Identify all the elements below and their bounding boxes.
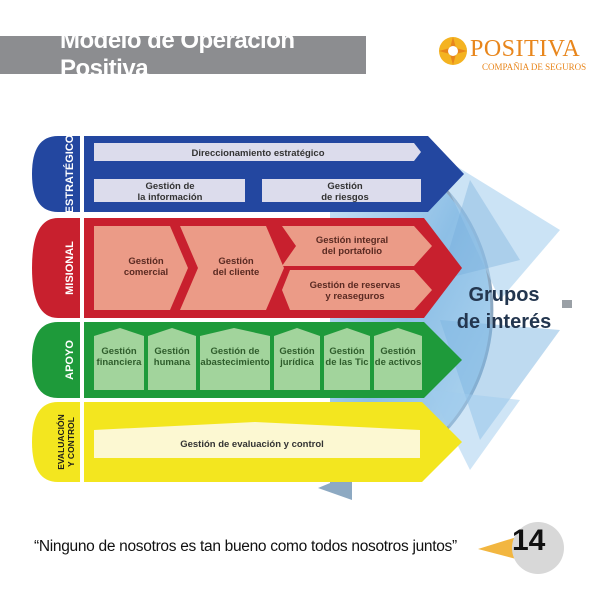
page-ribbon-icon [478,536,520,560]
box-gestion-humana [148,328,196,390]
box-direccionamiento [94,143,421,161]
box-gestion-comercial-l2: comercial [124,267,168,278]
box-gestion-comercial-l1: Gestión [128,256,164,267]
box-gestion-humana-l1: Gestión [154,346,190,357]
logo-name: POSITIVA [470,36,581,62]
box-gestion-informacion [94,179,245,202]
box-gestion-financiera [94,328,144,390]
box-gestion-abastecimiento [200,328,270,390]
box-gestion-cliente [180,226,284,310]
box-gestion-financiera-l2: financiera [97,357,143,368]
box-gestion-comercial [94,226,188,310]
circle-arrow-tab-icon [562,300,572,308]
box-gestion-activos-l2: de activos [375,357,421,368]
box-gestion-tic-l1: Gestión [329,346,365,357]
page-number-badge [478,522,564,574]
page-number: 14 [512,524,546,557]
box-gestion-activos-l1: Gestión [380,346,416,357]
box-gestion-juridica [274,328,320,390]
box-gestion-activos [374,328,422,390]
box-gestion-reservas [282,270,432,310]
layer-misional: MISIONAL Gestión comercial Gestión del c… [32,214,462,322]
stakeholders-label-l2: de interés [457,311,551,333]
box-gestion-financiera-l1: Gestión [101,346,137,357]
box-gestion-portafolio-l1: Gestión integral [316,235,388,246]
box-gestion-reservas-l2: y reaseguros [325,291,384,302]
box-gestion-juridica-l1: Gestión [279,346,315,357]
box-gestion-riesgos-l2: de riesgos [321,192,369,203]
page-title: Modelo de Operación Positiva [60,27,295,82]
brand-logo: POSITIVA COMPAÑIA DE SEGUROS [436,34,586,78]
title-bar: Modelo de Operación Positiva [0,27,366,82]
box-gestion-evaluacion-text: Gestión de evaluación y control [180,439,324,450]
quote-text: “Ninguno de nosotros es tan bueno como t… [34,538,457,555]
layer-label-apoyo: APOYO [64,340,76,380]
box-gestion-informacion-l1: Gestión de [145,181,194,192]
layer-label-estrategico: ESTRATÉGICO [63,134,76,213]
box-direccionamiento-text: Direccionamiento estratégico [191,148,324,159]
box-gestion-abastecimiento-l1: Gestión de [210,346,259,357]
box-gestion-juridica-l2: jurídica [279,357,315,368]
box-gestion-tic-l2: de las Tic [325,357,368,368]
layer-estrategico: ESTRATÉGICO Direccionamiento estratégico… [32,132,464,216]
layer-evaluacion: EVALUACIÓN Y CONTROL Gestión de evaluaci… [32,398,462,486]
layer-label-evaluacion-l2: Y CONTROL [66,417,76,467]
box-gestion-riesgos [262,179,421,202]
box-gestion-portafolio-l2: del portafolio [322,246,382,257]
box-gestion-informacion-l2: la información [138,192,203,203]
layer-label-misional: MISIONAL [64,241,76,295]
box-gestion-humana-l2: humana [154,357,191,368]
box-gestion-cliente-l2: del cliente [213,267,259,278]
stakeholders-label-l1: Grupos [468,284,539,306]
layer-label-evaluacion-l1: EVALUACIÓN [55,414,66,470]
box-gestion-cliente-l1: Gestión [218,256,254,267]
box-gestion-evaluacion [94,422,420,458]
logo-subtitle: COMPAÑIA DE SEGUROS [482,62,587,72]
sun-star-logo-icon [439,37,467,65]
layer-apoyo: APOYO Gestión financiera Gestión humana … [32,318,462,402]
box-gestion-riesgos-l1: Gestión [327,181,363,192]
box-gestion-abastecimiento-l2: abastecimiento [200,357,269,368]
box-gestion-reservas-l1: Gestión de reservas [310,280,401,291]
box-gestion-tic [324,328,370,390]
box-gestion-portafolio [282,226,432,266]
